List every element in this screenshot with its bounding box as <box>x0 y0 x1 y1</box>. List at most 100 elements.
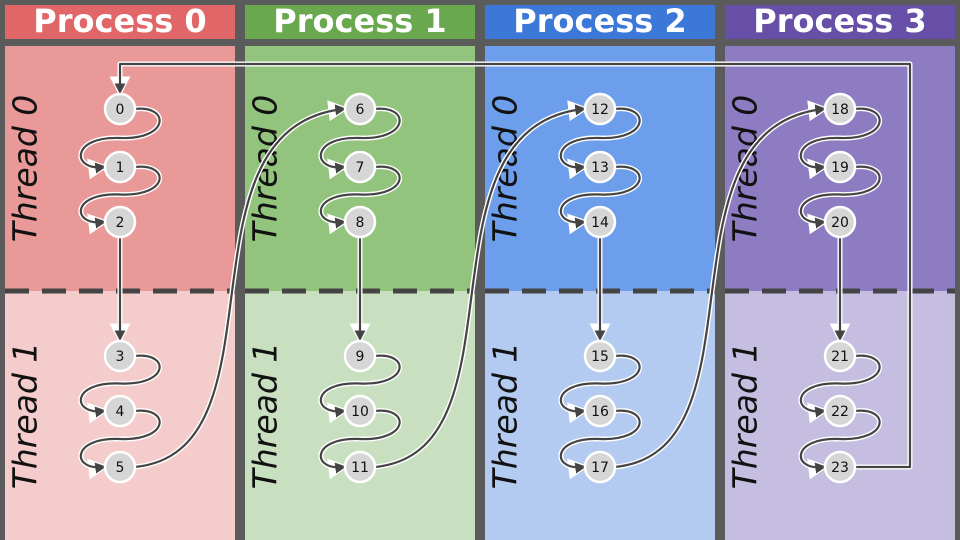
thread-0-label: Thread 0 <box>6 95 45 243</box>
arrow-line <box>79 354 161 418</box>
task-node-circle <box>343 205 377 239</box>
process-header-0 <box>5 5 235 39</box>
flow-arrow <box>132 100 350 470</box>
flow-arrow <box>318 408 403 480</box>
task-node-circle <box>823 394 857 428</box>
thread-1-label: Thread 1 <box>486 342 525 490</box>
task-node: 15 <box>583 339 617 373</box>
arrow-line <box>559 354 641 418</box>
task-node-circle <box>583 150 617 184</box>
task-node-circle <box>343 150 377 184</box>
task-node: 21 <box>823 339 857 373</box>
task-node-label: 1 <box>116 160 125 176</box>
arrow-line <box>319 354 401 418</box>
task-node-label: 19 <box>831 160 849 176</box>
task-node: 6 <box>343 92 377 126</box>
task-node-circle <box>103 205 137 239</box>
task-node: 4 <box>103 394 137 428</box>
task-node-label: 2 <box>116 215 125 231</box>
task-node: 5 <box>103 450 137 484</box>
flow-arrow <box>558 106 643 180</box>
task-node-label: 9 <box>356 349 365 365</box>
task-node-label: 15 <box>591 349 609 365</box>
arrow-line <box>79 165 161 229</box>
task-node: 18 <box>823 92 857 126</box>
task-node-label: 21 <box>831 349 849 365</box>
task-node: 7 <box>343 150 377 184</box>
task-node-label: 18 <box>831 102 849 118</box>
task-node: 22 <box>823 394 857 428</box>
arrow-line <box>799 107 881 174</box>
thread-1-label: Thread 1 <box>726 342 765 490</box>
task-node-label: 6 <box>356 102 365 118</box>
task-node-circle <box>823 339 857 373</box>
task-node-circle <box>103 339 137 373</box>
arrow-line <box>799 354 881 418</box>
process-header-3 <box>725 5 955 39</box>
task-node-circle <box>823 205 857 239</box>
task-node-label: 8 <box>356 215 365 231</box>
flow-arrow <box>78 353 163 424</box>
flow-arrow <box>78 164 163 235</box>
task-node-circle <box>823 150 857 184</box>
flow-arrow <box>798 106 883 180</box>
task-node-circle <box>103 450 137 484</box>
task-node: 23 <box>823 450 857 484</box>
arrow-line <box>799 409 881 474</box>
flow-arrow <box>612 100 830 470</box>
task-node-label: 22 <box>831 404 849 420</box>
arrow-line <box>79 409 161 474</box>
task-node: 13 <box>583 150 617 184</box>
arrow-line <box>319 165 401 229</box>
task-node: 8 <box>343 205 377 239</box>
task-node-label: 4 <box>116 404 125 420</box>
arrow-line <box>133 104 347 469</box>
task-node-label: 10 <box>351 404 369 420</box>
flow-arrow <box>318 106 403 180</box>
flow-arrow <box>558 408 643 480</box>
arrow-line <box>613 104 827 469</box>
task-node: 9 <box>343 339 377 373</box>
task-node: 20 <box>823 205 857 239</box>
task-node: 1 <box>103 150 137 184</box>
task-node-label: 14 <box>591 215 609 231</box>
task-node-label: 23 <box>831 460 849 476</box>
flow-arrow <box>798 408 883 480</box>
process-title: Process 3 <box>753 2 926 40</box>
thread-1-label: Thread 1 <box>246 342 285 490</box>
task-node-circle <box>343 339 377 373</box>
task-node-label: 20 <box>831 215 849 231</box>
arrow-line <box>79 107 161 174</box>
task-node: 3 <box>103 339 137 373</box>
thread-0-label: Thread 0 <box>246 95 285 243</box>
thread-1-label: Thread 1 <box>6 342 45 490</box>
task-node-label: 5 <box>116 460 125 476</box>
task-node-label: 17 <box>591 460 609 476</box>
arrow-line <box>799 165 881 229</box>
process-title: Process 0 <box>33 2 206 40</box>
task-node: 14 <box>583 205 617 239</box>
task-node-circle <box>103 150 137 184</box>
task-node-circle <box>583 92 617 126</box>
process-title: Process 2 <box>513 2 686 40</box>
process-title: Process 1 <box>273 2 446 40</box>
task-node-circle <box>583 450 617 484</box>
task-node-label: 11 <box>351 460 369 476</box>
task-node-circle <box>823 92 857 126</box>
flow-arrow <box>372 100 590 470</box>
arrow-line <box>373 104 587 469</box>
flow-arrow <box>109 61 913 470</box>
task-node: 17 <box>583 450 617 484</box>
task-node: 12 <box>583 92 617 126</box>
task-node-label: 13 <box>591 160 609 176</box>
task-node-circle <box>343 394 377 428</box>
task-node: 10 <box>343 394 377 428</box>
task-node: 11 <box>343 450 377 484</box>
thread-0-label: Thread 0 <box>726 95 765 243</box>
arrow-line <box>319 107 401 174</box>
task-node-circle <box>823 450 857 484</box>
process-header-1 <box>245 5 475 39</box>
arrow-line <box>559 409 641 474</box>
thread-0-label: Thread 0 <box>486 95 525 243</box>
